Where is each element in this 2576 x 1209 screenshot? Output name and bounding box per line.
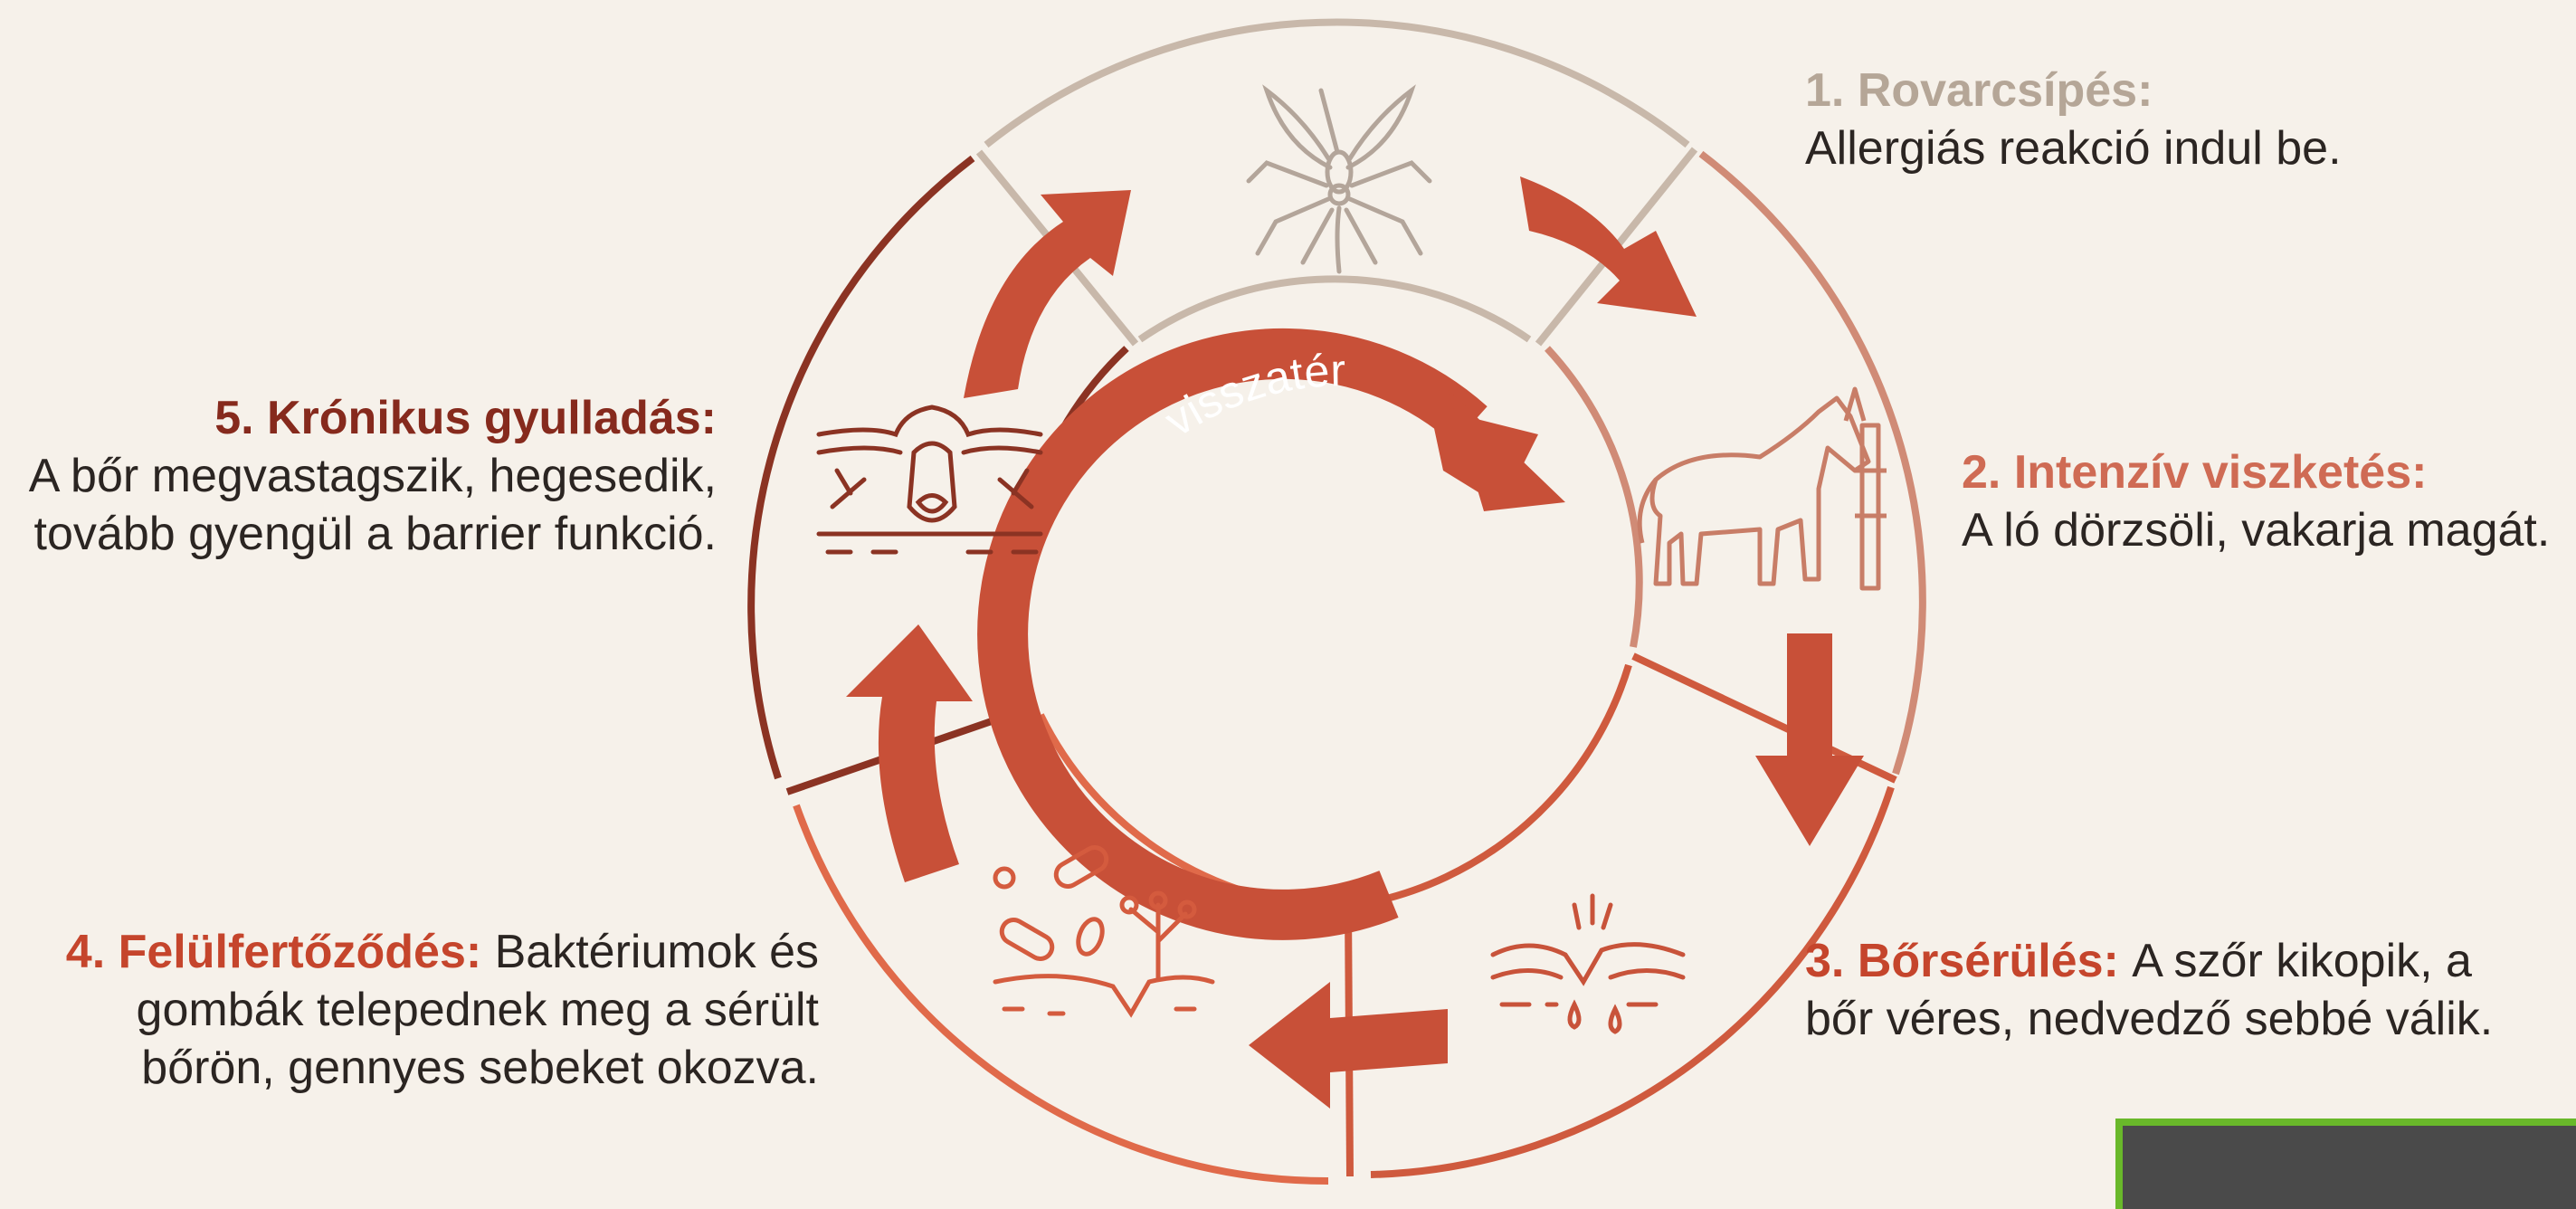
step-4-title: 4. Felülfertőződés: (65, 926, 495, 978)
step-3-body: A szőr kikopik, a bőr véres, nedvedző se… (1805, 935, 2494, 1045)
step-5-body: A bőr megvastagszik, hegesedik, tovább g… (28, 450, 717, 560)
step-3-borserules: 3. Bőrsérülés: A szőr kikopik, a bőr vér… (1805, 932, 2547, 1048)
outer-ring (747, 18, 1926, 1185)
corner-logo-badge (2115, 1119, 2576, 1209)
step-2-intenziv-viszketes: 2. Intenzív viszketés: A ló dörzsöli, va… (1962, 443, 2550, 559)
horse-icon (1637, 386, 1887, 591)
transition-arrows (846, 176, 1864, 1109)
inner-ring-segment-1 (1137, 275, 1532, 343)
step-4-body: Baktériumok és gombák telepednek meg a s… (136, 926, 819, 1094)
mosquito-icon (1246, 84, 1432, 274)
inner-ring-segment-3 (1356, 663, 1632, 909)
ring-segment-3 (1370, 785, 1895, 1178)
step-5-kronikus-gyulladas: 5. Krónikus gyulladás: A bőr megvastagsz… (11, 389, 717, 563)
step-3-title: 3. Bőrsérülés: (1805, 935, 2133, 987)
arrow-step3-to-4 (1249, 982, 1448, 1109)
step-4-felulfertozodes: 4. Felülfertőződés: Baktériumok és gombá… (5, 923, 819, 1097)
arrow-step4-to-5 (846, 624, 973, 882)
step-1-body: Allergiás reakció indul be. (1805, 122, 2342, 175)
step-5-title: 5. Krónikus gyulladás: (214, 392, 717, 444)
step-2-body: A ló dörzsöli, vakarja magát. (1962, 504, 2551, 557)
step-1-title: 1. Rovarcsípés: (1805, 64, 2153, 117)
inner-ring-segment-2 (1545, 346, 1643, 648)
bacteria-icon (993, 845, 1215, 1018)
arrow-step1-to-2 (1520, 176, 1697, 317)
return-arrow: visszatér (977, 328, 1565, 940)
arrow-step2-to-3 (1755, 633, 1864, 846)
thickened-skin-icon (816, 405, 1043, 555)
arrow-step5-to-1 (964, 190, 1131, 398)
ring-segment-2 (1698, 150, 1926, 776)
step-2-title: 2. Intenzív viszketés: (1962, 446, 2428, 499)
wounded-skin-icon (1490, 893, 1686, 1034)
step-1-rovarcsipes: 1. Rovarcsípés: Allergiás reakció indul … (1805, 62, 2342, 177)
ring-segment-4 (793, 804, 1329, 1185)
ring-segment-5 (747, 155, 975, 780)
ring-segment-1 (984, 18, 1690, 148)
